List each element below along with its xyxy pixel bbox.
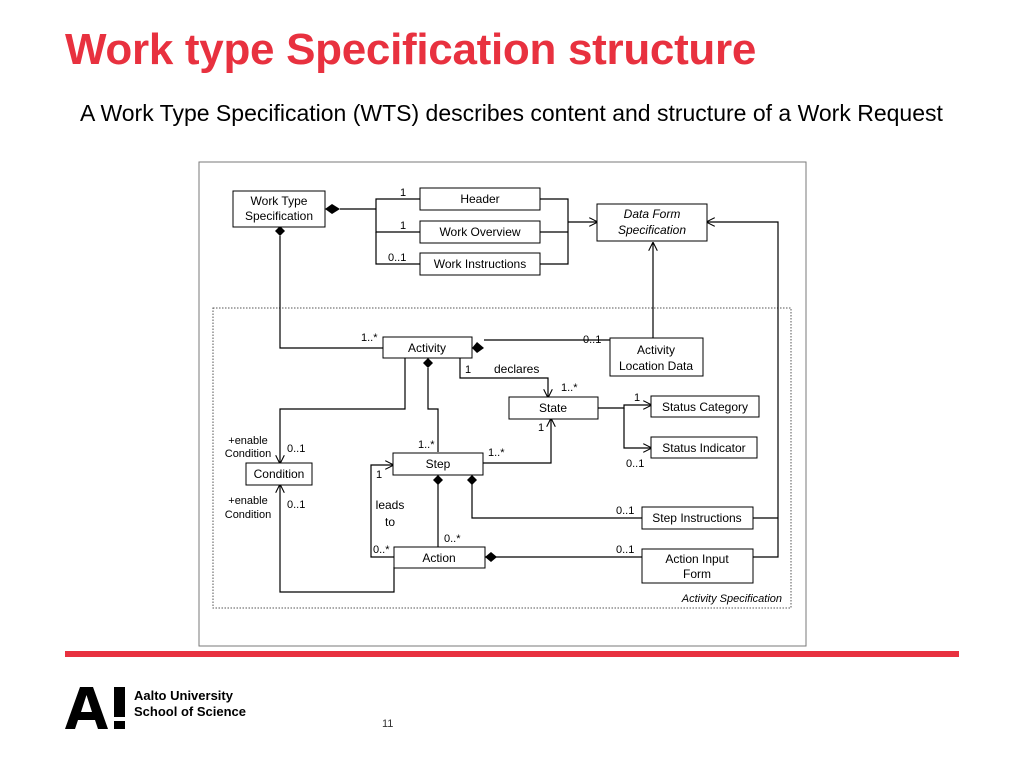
enable-condition-1-a: +enable <box>228 435 267 447</box>
mult-step-from-activity: 1..* <box>418 439 435 451</box>
svg-text:Work Type: Work Type <box>251 194 308 208</box>
action-to-condition-arrow <box>280 485 395 593</box>
svg-text:Header: Header <box>460 192 499 206</box>
mult-instructions: 0..1 <box>388 252 406 264</box>
activity-declares-state-arrow <box>459 358 548 397</box>
slide-subtitle: A Work Type Specification (WTS) describe… <box>80 100 943 126</box>
university-name: Aalto University <box>134 688 233 703</box>
multiplicity-labels: 1 1 0..1 1..* 0..1 1 declares 1..* 1 0..… <box>225 187 645 556</box>
state-to-status-category-arrow <box>598 405 651 408</box>
svg-text:Specification: Specification <box>245 209 313 223</box>
mult-step-self: 1 <box>376 469 382 481</box>
class-status-indicator: Status Indicator <box>650 436 758 459</box>
svg-text:Form: Form <box>683 567 711 581</box>
activity-right-diamond <box>472 342 484 353</box>
step-to-state-arrow <box>483 419 551 464</box>
school-name: School of Science <box>134 704 246 719</box>
class-action: Action <box>393 546 486 569</box>
footer-divider <box>65 651 959 657</box>
mult-condition-2: 0..1 <box>287 499 305 511</box>
mult-condition-1: 0..1 <box>287 443 305 455</box>
step-leads-to-action-arrow <box>370 465 394 558</box>
class-activity-location-data: Activity Location Data <box>609 337 704 377</box>
class-work-type-specification: Work Type Specification <box>232 190 326 228</box>
enable-condition-2-b: Condition <box>225 509 271 521</box>
actioninput-to-dataform-arrow <box>707 222 779 558</box>
declares-label: declares <box>494 362 539 376</box>
svg-text:Action: Action <box>422 551 455 565</box>
class-work-overview: Work Overview <box>419 220 541 244</box>
svg-text:Condition: Condition <box>254 467 305 481</box>
aalto-logo <box>65 687 125 729</box>
svg-text:Specification: Specification <box>618 223 686 237</box>
mult-action-self: 0..* <box>373 544 390 556</box>
step-bottom-diamond-1 <box>433 475 443 485</box>
mult-declares-src: 1 <box>465 364 471 376</box>
svg-text:Step Instructions: Step Instructions <box>652 511 741 525</box>
svg-text:Data Form: Data Form <box>624 207 681 221</box>
page-number: 11 <box>382 718 394 730</box>
mult-action-step: 0..* <box>444 533 461 545</box>
mult-status-indicator: 0..1 <box>626 458 644 470</box>
class-step-instructions: Step Instructions <box>641 506 754 530</box>
connectors <box>279 198 779 593</box>
slide-title: Work type Specification structure <box>65 25 757 74</box>
wts-to-instructions-line <box>375 232 420 265</box>
mult-location: 0..1 <box>583 334 601 346</box>
svg-text:Location Data: Location Data <box>619 359 693 373</box>
mult-action-input: 0..1 <box>616 544 634 556</box>
activity-to-condition-arrow <box>280 358 406 463</box>
class-status-category: Status Category <box>650 395 760 418</box>
class-header: Header <box>419 187 541 211</box>
mult-activity: 1..* <box>361 332 378 344</box>
svg-text:Action Input: Action Input <box>665 552 729 566</box>
step-to-stepinstructions-line <box>471 484 642 519</box>
composition-diamonds <box>275 204 497 562</box>
svg-text:Activity: Activity <box>408 341 446 355</box>
mult-step-to-state: 1..* <box>488 447 505 459</box>
leads-to-a: leads <box>376 498 405 512</box>
class-condition: Condition <box>245 462 313 486</box>
activity-specification-package <box>212 307 792 609</box>
header-to-dataform-line <box>540 198 569 222</box>
mult-step-instructions: 0..1 <box>616 505 634 517</box>
mult-state-from-step: 1 <box>538 422 544 434</box>
wts-to-header-line <box>375 198 420 209</box>
leads-to-b: to <box>385 515 395 529</box>
enable-condition-2-a: +enable <box>228 495 267 507</box>
mult-status-category: 1 <box>634 392 640 404</box>
step-bottom-diamond-2 <box>467 475 477 485</box>
svg-text:Work Instructions: Work Instructions <box>434 257 526 271</box>
instructions-to-dataform-line <box>540 222 569 265</box>
class-action-input-form: Action Input Form <box>641 548 754 584</box>
class-state: State <box>508 396 599 420</box>
class-step: Step <box>392 452 484 476</box>
svg-text:Step: Step <box>426 457 451 471</box>
class-activity: Activity <box>382 336 473 359</box>
wts-right-diamond <box>325 204 340 214</box>
svg-text:Status Indicator: Status Indicator <box>662 441 745 455</box>
state-to-status-indicator-arrow <box>623 408 651 448</box>
wts-bottom-diamond <box>275 226 285 236</box>
mult-state: 1..* <box>561 382 578 394</box>
activity-bottom-diamond <box>423 358 433 368</box>
action-right-diamond <box>485 552 497 562</box>
class-data-form-specification: Data Form Specification <box>596 203 708 242</box>
activity-to-step-line <box>427 368 439 452</box>
mult-overview: 1 <box>400 220 406 232</box>
package-label: Activity Specification <box>681 593 782 605</box>
wts-to-activity-line <box>279 236 383 349</box>
mult-header: 1 <box>400 187 406 199</box>
class-work-instructions: Work Instructions <box>419 252 541 276</box>
svg-text:Activity: Activity <box>637 343 675 357</box>
enable-condition-1-b: Condition <box>225 448 271 460</box>
svg-text:Work Overview: Work Overview <box>439 225 520 239</box>
svg-text:State: State <box>539 401 567 415</box>
svg-text:Status Category: Status Category <box>662 400 748 414</box>
